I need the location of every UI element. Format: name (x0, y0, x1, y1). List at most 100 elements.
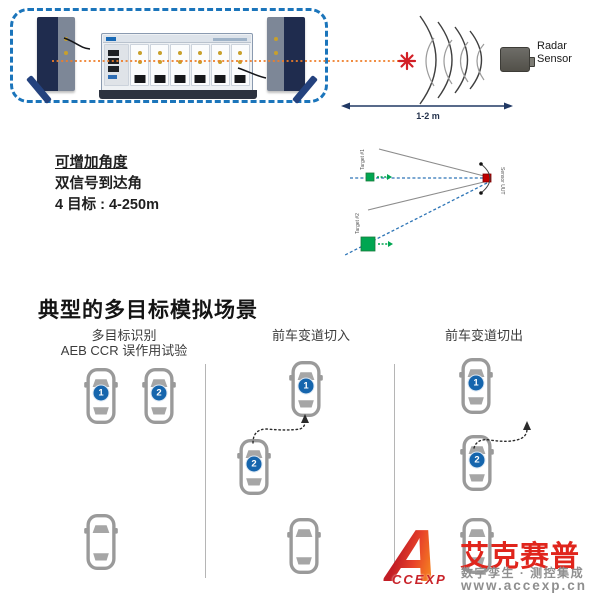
ego-car (84, 514, 118, 570)
usb-port (108, 75, 117, 79)
target-number-badge: 2 (150, 384, 168, 402)
module-connector (174, 75, 186, 83)
arc-end-dot (479, 191, 483, 195)
radio-head-body (267, 17, 305, 91)
module-connector (234, 75, 246, 83)
specs-text-block: 可增加角度 双信号到达角 4 目标 : 4-250m (55, 153, 159, 216)
controller-module (104, 44, 130, 86)
radar-sensor-label-line2: Sensor (537, 53, 572, 65)
ego-car (287, 518, 321, 574)
module-connector (214, 75, 226, 83)
specs-line-targets: 4 目标 : 4-250m (55, 197, 159, 213)
target-number-badge: 1 (467, 374, 485, 392)
fov-line-upper (378, 148, 489, 178)
target1-label: Target #1 (360, 149, 366, 170)
radar-wavefront-arcs-inner (425, 37, 485, 87)
specs-line-angle: 可增加角度 (55, 155, 128, 171)
target2-marker (360, 236, 376, 252)
sma-connector (157, 60, 162, 64)
sma-connector (198, 51, 203, 55)
sma-connector (218, 60, 223, 64)
ni-logo (106, 37, 116, 41)
car-top-view (84, 514, 118, 570)
ethernet-port (108, 58, 119, 64)
sensor-uut-label: Sensor UUT (499, 167, 505, 195)
ethernet-port (108, 50, 119, 56)
distance-label: 1-2 m (416, 111, 440, 121)
arc-end-dot (479, 162, 483, 166)
instrument-module (190, 44, 210, 86)
brand-tagline: 数字孪生 · 测控集成 (461, 566, 585, 580)
rf-connector-dot (64, 51, 68, 55)
column1-header: 多目标识别 AEB CCR 误作用试验 (33, 328, 215, 358)
fov-line-lower (367, 180, 489, 211)
module-connector (134, 75, 146, 83)
chassis-base (99, 90, 257, 99)
accexp-logo-text: CCEXP (392, 572, 447, 587)
sma-connector (177, 60, 182, 64)
mmwave-radio-head-right (267, 17, 318, 105)
module-connector (154, 75, 166, 83)
column-divider (205, 364, 206, 578)
target-car-1: 1 (84, 368, 118, 424)
column1-header-line1: 多目标识别 (91, 328, 157, 343)
sma-connector (137, 60, 142, 64)
car-top-view (287, 518, 321, 574)
rf-connector-dot (64, 37, 68, 41)
radio-head-body (37, 17, 75, 91)
aoa-diagram: Target #1 Target #2 Sensor UUT (344, 148, 505, 256)
module-connector (194, 75, 206, 83)
pxi-chassis (99, 33, 257, 99)
target-number-badge: 1 (297, 377, 315, 395)
chassis-module-slots (104, 44, 250, 86)
brand-url: www.accexp.cn (461, 578, 588, 593)
sma-connector (218, 51, 223, 55)
watermark: A CCEXP 艾克赛普 数字孪生 · 测控集成 www.accexp.cn (380, 514, 595, 596)
target2-label: Target #2 (355, 213, 361, 234)
chassis-header-strip (103, 35, 251, 43)
distance-arrow (341, 102, 513, 110)
target2-path-line (344, 182, 488, 256)
chassis-model-strip (213, 38, 247, 41)
burst-star-icon (397, 51, 417, 71)
instrument-module (150, 44, 170, 86)
target-car-1: 1 (459, 358, 493, 414)
sma-connector (157, 51, 162, 55)
radar-sensor-label: Radar Sensor (537, 40, 572, 66)
radar-sensor-label-line1: Radar (537, 40, 567, 52)
target-number-badge: 1 (92, 384, 110, 402)
sma-connector (177, 51, 182, 55)
column3-header: 前车变道切出 (444, 328, 523, 343)
mmwave-radio-head-left (26, 17, 77, 105)
sma-connector (137, 51, 142, 55)
ethernet-port (108, 66, 119, 72)
target-number-badge: 2 (468, 451, 486, 469)
instrument-module (170, 44, 190, 86)
target-number-badge: 2 (245, 455, 263, 473)
column2-header: 前车变道切入 (271, 328, 350, 343)
instrument-module (130, 44, 150, 86)
sma-connector (238, 60, 243, 64)
target-car-2: 2 (237, 439, 271, 495)
rf-connector-dot (274, 51, 278, 55)
target1-marker (365, 172, 375, 182)
sensor-marker (482, 173, 492, 183)
radar-sensor-device (500, 47, 535, 72)
rf-connector-dot (274, 37, 278, 41)
scenarios-title: 典型的多目标模拟场景 (38, 299, 258, 322)
radar-test-system-enclosure (10, 8, 328, 105)
column1-header-line2: AEB CCR 误作用试验 (60, 343, 188, 358)
target-car-2: 2 (460, 435, 494, 491)
sensor-fov-arc (480, 163, 491, 194)
specs-line-aoa: 双信号到达角 (55, 176, 142, 192)
target-car-1: 1 (289, 361, 323, 417)
target2-arrowhead (388, 241, 393, 247)
radar-sensor-connector (529, 57, 535, 67)
brand-name: 艾克赛普 (460, 541, 581, 573)
sma-connector (198, 60, 203, 64)
column-divider (394, 364, 395, 578)
instrument-module (230, 44, 250, 86)
target-car-2: 2 (142, 368, 176, 424)
instrument-module (210, 44, 230, 86)
